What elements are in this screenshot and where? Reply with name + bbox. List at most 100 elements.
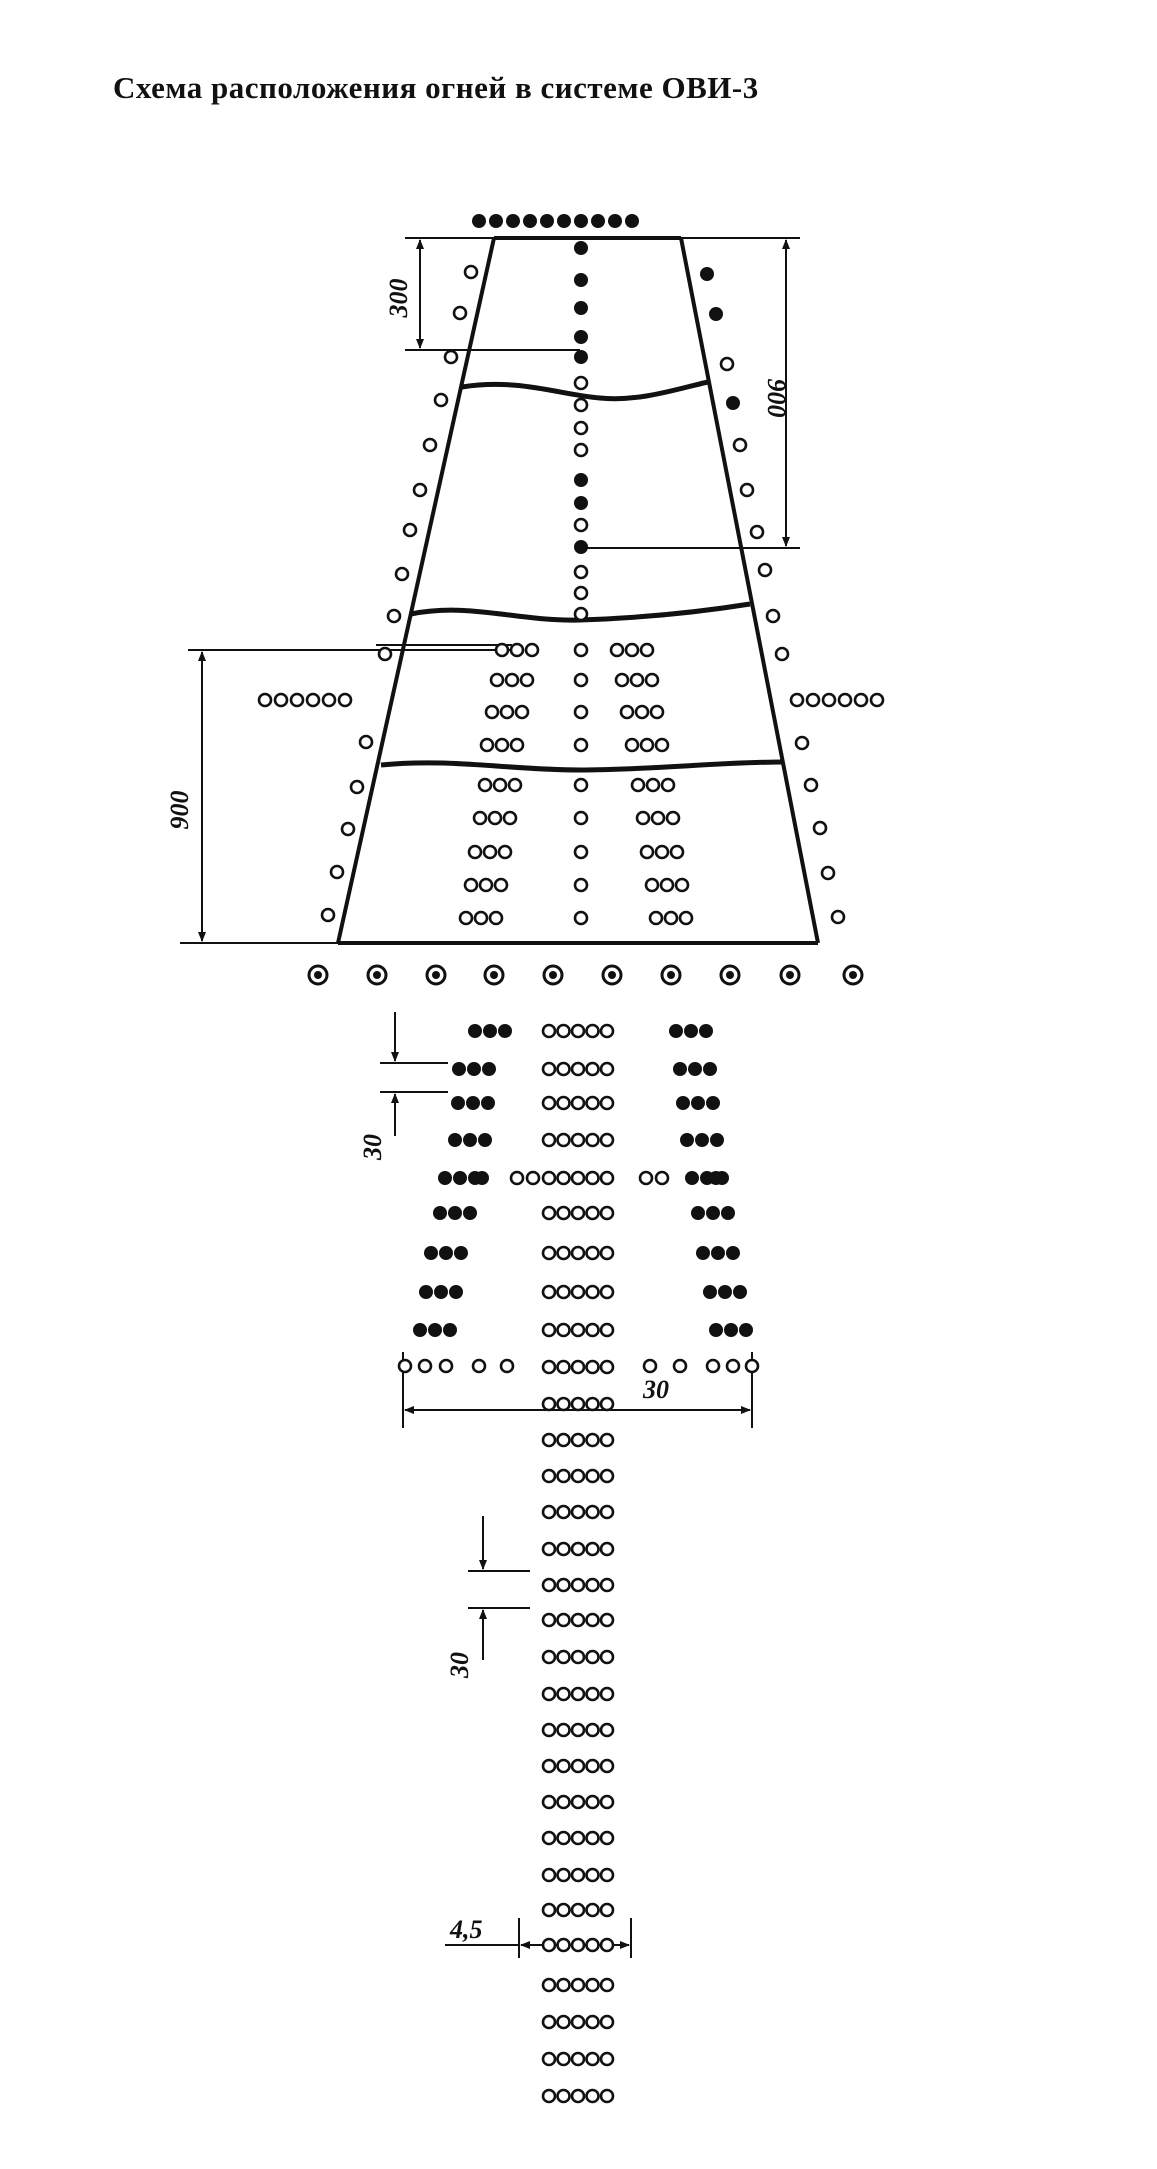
approach-centre-light: [541, 1977, 557, 1993]
approach-centre-light: [599, 1205, 615, 1221]
left-wing-light: [305, 692, 321, 708]
approach-centre-light: [541, 1245, 557, 1261]
top-bar-light: [472, 214, 486, 228]
approach-centre-light: [585, 1468, 600, 1484]
approach-side-light: [695, 1133, 709, 1147]
right-wing-light: [853, 692, 869, 708]
approach-centre-light: [585, 2051, 600, 2067]
approach-side-light: [721, 1206, 735, 1220]
approach-centre-light: [599, 2014, 615, 2030]
approach-side-light: [483, 1024, 497, 1038]
touchdown-zone-light: [478, 877, 494, 893]
approach-centre-light: [556, 1023, 571, 1039]
touchdown-zone-light: [629, 672, 645, 688]
approach-centre-light: [556, 1977, 571, 1993]
approach-side-light: [669, 1024, 683, 1038]
approach-centre-light: [570, 1830, 586, 1846]
touchdown-zone-light: [619, 704, 635, 720]
left-edge-light: [358, 734, 374, 750]
approach-centre-light: [599, 2051, 615, 2067]
approach-centre-light: [599, 1170, 615, 1186]
touchdown-zone-light: [479, 737, 495, 753]
centreline-light: [574, 273, 588, 287]
approach-side-light: [463, 1206, 477, 1220]
approach-centre-light: [585, 2014, 600, 2030]
top-bar-light: [540, 214, 554, 228]
centreline-light: [573, 517, 589, 533]
approach-side-light: [463, 1133, 477, 1147]
centreline-light: [573, 564, 589, 580]
approach-centre-light: [585, 1432, 600, 1448]
centreline-light: [573, 877, 589, 893]
top-bar-light: [591, 214, 605, 228]
approach-centre-light: [585, 1322, 600, 1338]
left-edge-light: [433, 392, 449, 408]
approach-centre-light: [556, 1061, 571, 1077]
approach-side-light: [703, 1285, 717, 1299]
approach-centre-light: [585, 1170, 600, 1186]
approach-side-light: [718, 1285, 732, 1299]
approach-centre-light: [556, 1541, 571, 1557]
approach-centre-light: [570, 1612, 586, 1628]
approach-centre-light: [599, 1902, 615, 1918]
approach-centre-light: [585, 1504, 600, 1520]
left-wing-light: [289, 692, 305, 708]
approach-centre-light: [541, 1937, 557, 1953]
approach-centre-light: [570, 1245, 586, 1261]
approach-centre-light: [585, 1132, 600, 1148]
touchdown-zone-light: [514, 704, 530, 720]
approach-centre-light: [570, 1758, 586, 1774]
approach-side-light: [724, 1323, 738, 1337]
threshold-light: [660, 964, 682, 986]
touchdown-zone-light: [524, 642, 540, 658]
approach-centre-light: [541, 1794, 557, 1810]
approach-centre-light: [570, 1322, 586, 1338]
centreline-light: [573, 642, 589, 658]
approach-centre-light: [556, 1359, 571, 1375]
left-edge-light: [452, 305, 468, 321]
approach-centre-light: [556, 1132, 571, 1148]
approach-centre-light: [599, 1023, 615, 1039]
approach-centre-light: [541, 1396, 557, 1412]
approach-centre-light: [556, 1937, 571, 1953]
dim-label-30-lower: 30: [445, 1652, 474, 1679]
right-edge-light: [709, 307, 723, 321]
touchdown-zone-light: [635, 810, 651, 826]
touchdown-zone-light: [473, 910, 489, 926]
approach-side-light: [688, 1062, 702, 1076]
approach-centre-light: [541, 1541, 557, 1557]
approach-side-light: [434, 1285, 448, 1299]
approach-centre-light: [570, 1061, 586, 1077]
approach-centre-light: [541, 1359, 557, 1375]
approach-centre-light: [541, 1023, 557, 1039]
approach-centre-light: [585, 1284, 600, 1300]
approach-centre-light: [570, 1170, 586, 1186]
approach-centre-light: [556, 1245, 571, 1261]
approach-side-light: [419, 1285, 433, 1299]
approach-side-light: [498, 1024, 512, 1038]
approach-centre-light: [556, 1902, 571, 1918]
crossbar-light: [509, 1170, 525, 1186]
approach-side-light: [453, 1171, 467, 1185]
approach-side-light: [478, 1133, 492, 1147]
approach-side-light: [448, 1206, 462, 1220]
touchdown-zone-light: [477, 777, 493, 793]
approach-centre-light: [585, 1577, 600, 1593]
approach-centre-light: [556, 2014, 571, 2030]
approach-centre-light: [570, 1468, 586, 1484]
centreline-light: [573, 910, 589, 926]
touchdown-zone-light: [650, 810, 666, 826]
approach-centre-light: [541, 1132, 557, 1148]
crossbar-light: [744, 1358, 760, 1374]
approach-centre-light: [585, 1061, 600, 1077]
approach-centre-light: [556, 2088, 571, 2104]
approach-centre-light: [599, 1245, 615, 1261]
dim-label-4-5: 4,5: [449, 1915, 483, 1944]
approach-centre-light: [599, 1504, 615, 1520]
approach-side-light: [468, 1024, 482, 1038]
approach-centre-light: [599, 1937, 615, 1953]
approach-centre-light: [585, 1794, 600, 1810]
approach-centre-light: [556, 1867, 571, 1883]
approach-side-light: [696, 1246, 710, 1260]
approach-side-light: [438, 1171, 452, 1185]
